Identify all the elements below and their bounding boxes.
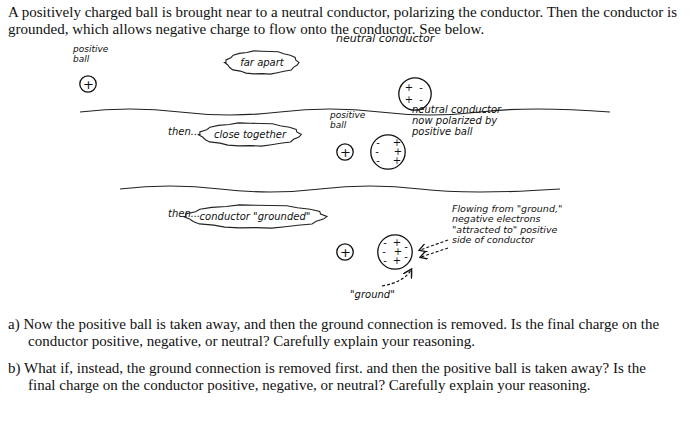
charge-sign: - <box>380 256 390 266</box>
circle-outline <box>371 135 405 169</box>
circle-outline <box>378 235 412 269</box>
part-label: positive ball <box>330 111 364 131</box>
positive-ball: positive ball+ <box>79 75 97 93</box>
bubble-outline <box>198 122 301 145</box>
circle-outline <box>337 144 353 160</box>
charge-sign: + <box>404 83 414 93</box>
charge-sign: + <box>83 78 93 91</box>
charge-sign: - <box>401 252 411 262</box>
electron-flow-arrow <box>382 270 411 286</box>
bubble-outline <box>183 204 327 227</box>
step-text: close together <box>199 122 301 140</box>
charge-sign: + <box>340 246 350 259</box>
charge-sign: + <box>404 95 414 105</box>
positive-ball: + <box>336 243 354 261</box>
charge-sign: + <box>392 156 402 166</box>
part-label: positive ball <box>73 45 107 65</box>
charge-sign: - <box>416 83 426 93</box>
charge-sign: + <box>392 256 402 266</box>
flow-note: Flowing from "ground," negative electron… <box>452 204 570 246</box>
charge-sign: - <box>416 95 426 105</box>
conductor: ---+++-- <box>377 234 413 270</box>
charge-sign: + <box>340 146 350 159</box>
question-text: a) Now the positive ball is taken away, … <box>8 316 668 350</box>
question-text: b) What if, instead, the ground connecti… <box>8 360 668 394</box>
step-text: conductor "grounded" <box>185 204 326 222</box>
charge-sign: - <box>401 242 411 252</box>
bubble-outline <box>225 50 299 73</box>
part-label: neutral conductor <box>336 33 476 45</box>
circle-outline <box>337 244 353 260</box>
step-bubble: conductor "grounded" <box>185 204 326 229</box>
part-label: neutral conductor now polarized by posit… <box>412 104 524 137</box>
electron-flow-arrow <box>421 248 448 257</box>
separator-line <box>120 186 560 192</box>
step-text: far apart <box>225 50 299 68</box>
conductor: neutral conductor now polarized by posit… <box>370 134 406 170</box>
circle-outline <box>80 76 96 92</box>
electron-flow-arrow <box>420 240 448 250</box>
positive-ball: positive ball+ <box>336 143 354 161</box>
step-bubble: far apart <box>225 50 299 75</box>
ground-label: "ground" <box>350 289 410 300</box>
step-bubble: close together <box>199 122 301 147</box>
charge-sign: - <box>373 156 383 166</box>
